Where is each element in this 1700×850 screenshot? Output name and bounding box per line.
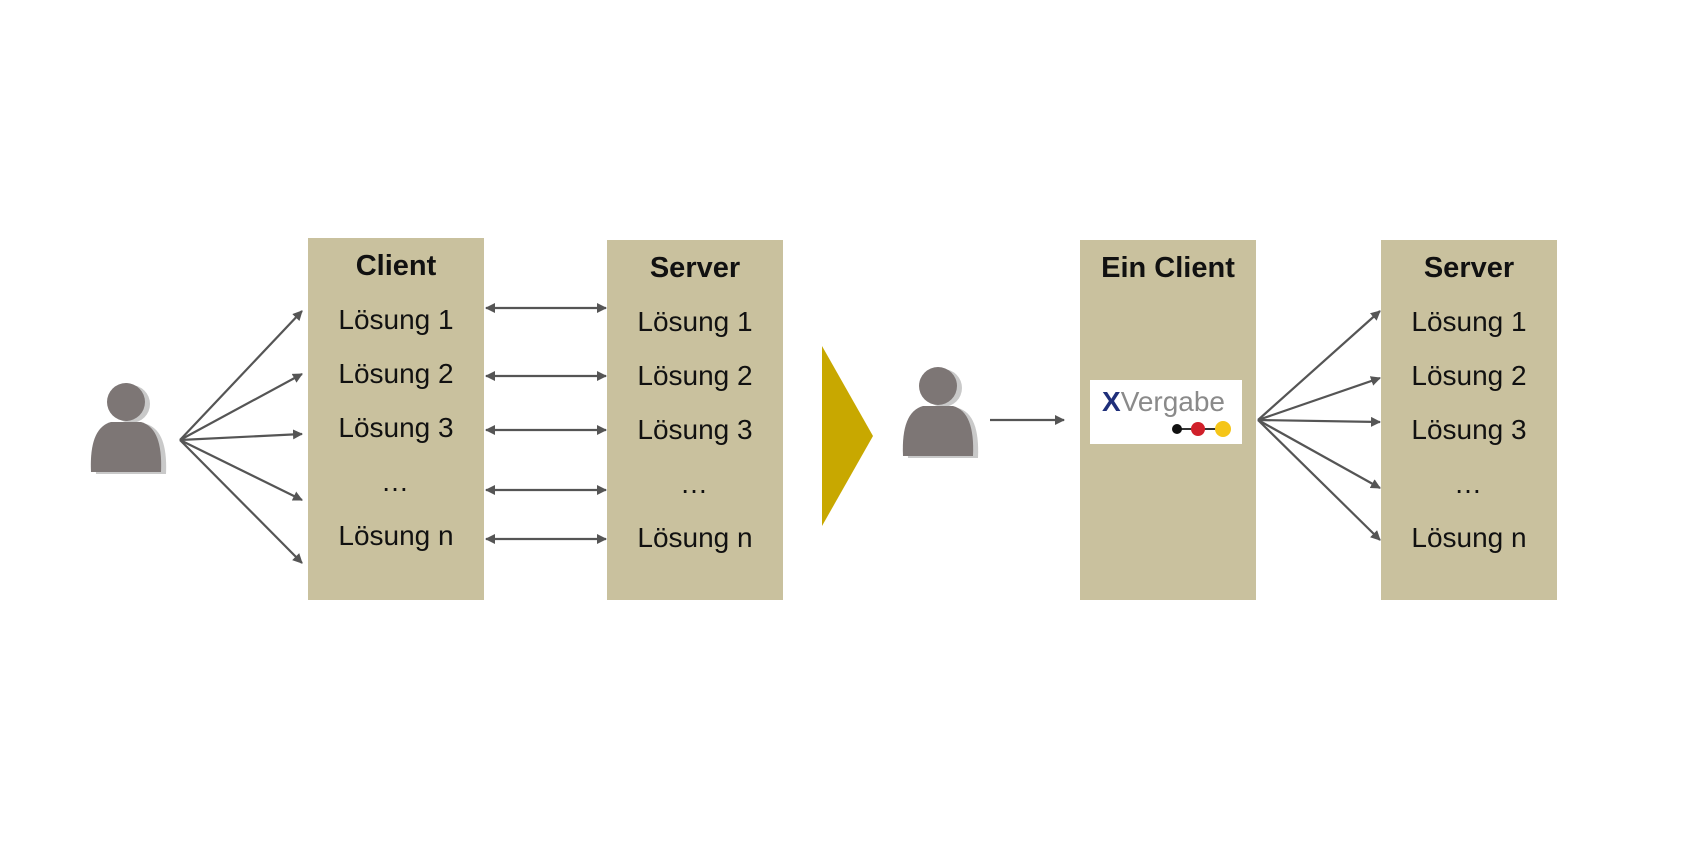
server-left-item-ellipsis: … bbox=[680, 468, 710, 499]
client-item-n: Lösung n bbox=[338, 520, 454, 551]
fan-arrows-left bbox=[179, 310, 303, 564]
server-left-item-3: Lösung 3 bbox=[637, 414, 753, 445]
server-box-right: Server Lösung 1 Lösung 2 Lösung 3 … Lösu… bbox=[1381, 240, 1557, 600]
server-right-item-3: Lösung 3 bbox=[1411, 414, 1527, 445]
client-box: Client Lösung 1 Lösung 2 Lösung 3 … Lösu… bbox=[308, 238, 484, 600]
server-right-item-2: Lösung 2 bbox=[1411, 360, 1527, 391]
logo-rest: Vergabe bbox=[1120, 386, 1226, 417]
client-title: Client bbox=[355, 250, 437, 282]
client-item-3: Lösung 3 bbox=[338, 412, 454, 443]
ein-client-title: Ein Client bbox=[1101, 252, 1235, 284]
logo-x: X bbox=[1102, 386, 1121, 417]
server-right-title: Server bbox=[1423, 252, 1515, 284]
person-icon-right bbox=[902, 367, 979, 458]
person-icon-left bbox=[90, 383, 167, 474]
client-item-1: Lösung 1 bbox=[338, 304, 454, 335]
server-right-item-ellipsis: … bbox=[1454, 468, 1484, 499]
server-left-item-1: Lösung 1 bbox=[637, 306, 753, 337]
chevron-right-icon bbox=[822, 346, 873, 526]
server-left-item-n: Lösung n bbox=[637, 522, 753, 553]
server-left-item-2: Lösung 2 bbox=[637, 360, 753, 391]
server-right-item-1: Lösung 1 bbox=[1411, 306, 1527, 337]
logo-dots-icon bbox=[1172, 421, 1231, 437]
server-right-item-n: Lösung n bbox=[1411, 522, 1527, 553]
xvergabe-logo: XVergabe bbox=[1090, 380, 1242, 444]
fan-arrows-right bbox=[1257, 310, 1381, 541]
server-box-left: Server Lösung 1 Lösung 2 Lösung 3 … Lösu… bbox=[607, 240, 783, 600]
client-item-2: Lösung 2 bbox=[338, 358, 454, 389]
double-arrows bbox=[485, 303, 607, 544]
server-left-title: Server bbox=[649, 252, 741, 284]
client-item-ellipsis: … bbox=[381, 466, 411, 497]
